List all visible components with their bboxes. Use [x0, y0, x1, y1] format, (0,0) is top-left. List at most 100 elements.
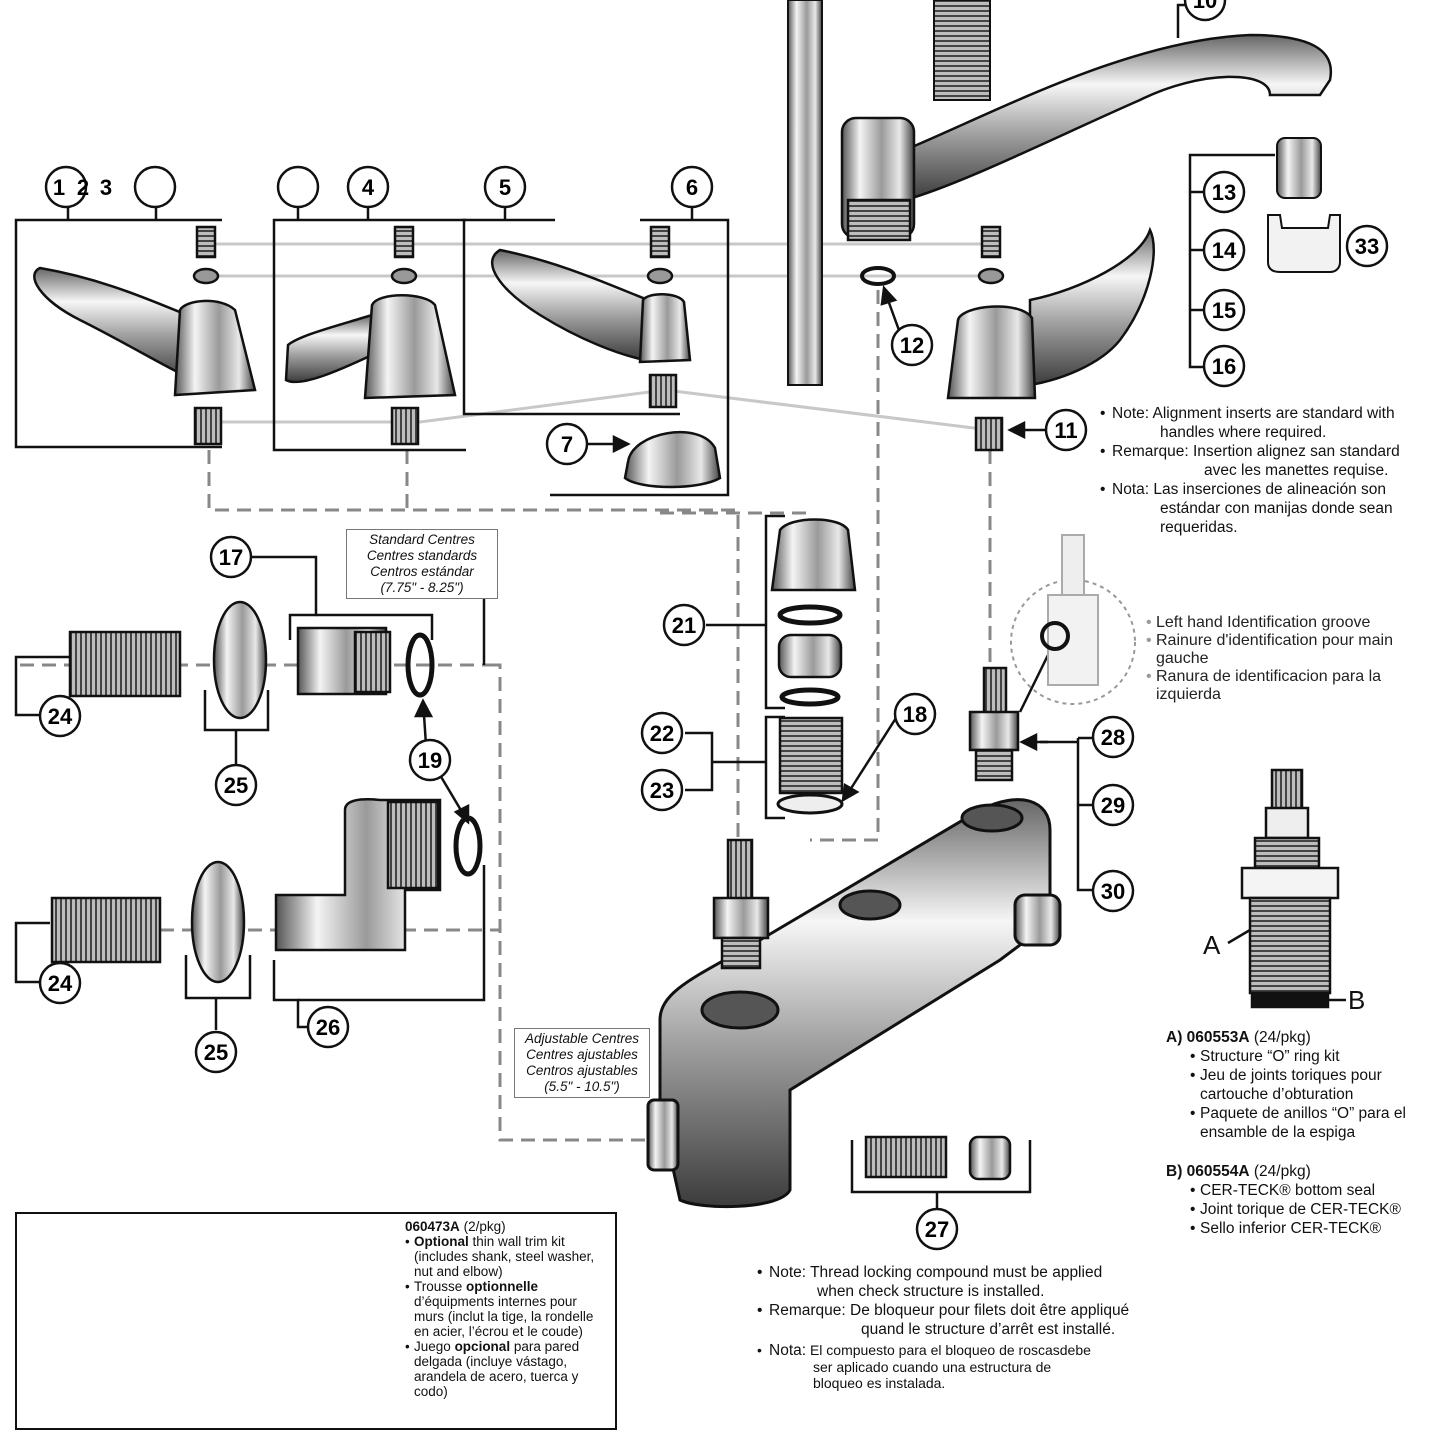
callout-number: 19 — [418, 748, 442, 773]
part-a-heading: A) 060553A (24/pkg) — [1166, 1029, 1311, 1046]
standard-centres-line: (7.75" - 8.25") — [380, 580, 464, 595]
check-fitting-27 — [864, 1135, 1012, 1181]
handle-knob-7 — [623, 430, 722, 489]
thread-note-row: Note: Thread locking compound must be ap… — [757, 1263, 1197, 1301]
thin-wall-kit-text: 060473A (2/pkg) Optional thin wall trim … — [405, 1219, 610, 1399]
callout-number: 13 — [1212, 180, 1236, 205]
callout-number: 16 — [1212, 354, 1236, 379]
callout-number: 10 — [1193, 0, 1217, 13]
callout-11: 11 — [1044, 408, 1088, 452]
callout-24: 24 — [38, 694, 82, 738]
callout-number: 2 — [77, 175, 89, 200]
alignment-note-row: Note: Alignment inserts are standard wit… — [1100, 404, 1445, 442]
callout-14: 14 — [1202, 228, 1246, 272]
alignment-guides — [205, 242, 1000, 432]
callout-number: 3 — [100, 175, 112, 200]
callout-number: 6 — [686, 175, 698, 200]
faucet-body — [646, 798, 1062, 1209]
callout-33: 33 — [1345, 224, 1389, 268]
thread-note-row: Remarque: De bloqueur pour filets doit ê… — [757, 1301, 1197, 1339]
standard-centres-box: Standard Centres Centres standards Centr… — [346, 529, 498, 599]
part-a-row: Jeu de joints toriques pour cartouche d’… — [1166, 1066, 1444, 1104]
callout-5: 5 — [483, 165, 527, 209]
thread-locking-note: Note: Thread locking compound must be ap… — [757, 1263, 1197, 1391]
label-a: A — [1203, 930, 1221, 960]
cartridge-detail — [1040, 534, 1099, 686]
callout-28: 28 — [1091, 715, 1135, 759]
callout-number: 30 — [1101, 879, 1125, 904]
bonnet-stack — [770, 518, 857, 815]
callout-29: 29 — [1091, 783, 1135, 827]
callout-24: 24 — [38, 961, 82, 1005]
callout-30: 30 — [1091, 869, 1135, 913]
cartridge-right — [968, 666, 1020, 782]
part-b-row: CER-TECK® bottom seal — [1166, 1181, 1444, 1200]
adjustable-centres-line: Centros ajustables — [526, 1063, 638, 1078]
adjustable-centres-line: (5.5" - 10.5") — [544, 1079, 620, 1094]
callout-number: 27 — [925, 1217, 949, 1242]
label-b: B — [1348, 985, 1366, 1015]
callout-number: 17 — [219, 545, 243, 570]
groove-note-row: Left hand Identification groove — [1146, 614, 1445, 632]
adjustable-centres-line: Adjustable Centres — [524, 1031, 640, 1046]
part-a-block: A) 060553A (24/pkg) Structure “O” ring k… — [1166, 1028, 1444, 1142]
part-b-row: Joint torique de CER-TECK® — [1166, 1200, 1444, 1219]
adjustable-centres-box: Adjustable Centres Centres ajustables Ce… — [514, 1028, 650, 1098]
standard-centres-line: Centros estándar — [370, 564, 474, 579]
callout-number: 1 — [53, 175, 65, 200]
groove-note: Left hand Identification groove Rainure … — [1146, 614, 1445, 704]
callout-number: 14 — [1212, 238, 1237, 263]
cartridge-large — [1227, 768, 1346, 1009]
callout-number: 29 — [1101, 793, 1125, 818]
callout-number: 4 — [362, 175, 375, 200]
callout-number: 21 — [672, 613, 696, 638]
handle-blade-1 — [33, 225, 257, 446]
wall-fittings-bottom — [50, 798, 483, 984]
callout-12: 12 — [890, 323, 934, 367]
callout-19: 19 — [408, 738, 452, 782]
group-brackets — [14, 3, 1275, 1210]
alignment-note-row: Nota: Las inserciones de alineación son … — [1100, 480, 1445, 537]
callout-number: 33 — [1355, 234, 1379, 259]
adjustable-centres-line: Centres ajustables — [526, 1047, 638, 1062]
callout-number: 25 — [224, 773, 248, 798]
callout-16: 16 — [1202, 344, 1246, 388]
standard-centres-line: Centres standards — [366, 548, 478, 563]
callout-10: 10 — [1183, 0, 1227, 22]
callout-23: 23 — [640, 768, 684, 812]
callout-18: 18 — [893, 692, 937, 736]
callout-26: 26 — [306, 1005, 350, 1049]
callout-22: 22 — [640, 711, 684, 755]
callout-number: 28 — [1101, 725, 1125, 750]
part-a-row: Structure “O” ring kit — [1166, 1047, 1444, 1066]
callout-number: 24 — [48, 971, 73, 996]
kit-row: Optional thin wall trim kit (includes sh… — [405, 1234, 610, 1279]
callout-empty — [133, 165, 177, 209]
groove-note-row: Rainure d'identification pour main gauch… — [1146, 632, 1445, 668]
callout-17: 17 — [209, 535, 253, 579]
callout-15: 15 — [1202, 288, 1246, 332]
alignment-note-row: Remarque: Insertion alignez san standard… — [1100, 442, 1445, 480]
callout-number: 12 — [900, 333, 924, 358]
callout-7: 7 — [545, 422, 589, 466]
callout-number: 15 — [1212, 298, 1236, 323]
part-b-heading: B) 060554A (24/pkg) — [1166, 1163, 1311, 1180]
groove-note-row: Ranura de identificacion para la izquier… — [1146, 668, 1445, 704]
part-a-row: Paquete de anillos “O” para el ensamble … — [1166, 1104, 1444, 1142]
callout-number: 25 — [204, 1040, 228, 1065]
aerator — [1267, 137, 1341, 273]
callout-13: 13 — [1202, 170, 1246, 214]
callout-number: 11 — [1054, 418, 1077, 443]
callout-number: 22 — [650, 721, 674, 746]
thread-note-row: Nota: El compuesto para el bloqueo de ro… — [757, 1342, 1197, 1391]
handle-blade-right — [946, 225, 1155, 452]
alignment-note: Note: Alignment inserts are standard wit… — [1100, 404, 1445, 537]
callout-21: 21 — [662, 603, 706, 647]
callout-empty — [276, 165, 320, 209]
callout-number: 18 — [903, 702, 927, 727]
part-b-row: Sello inferior CER-TECK® — [1166, 1219, 1444, 1238]
callout-25: 25 — [214, 763, 258, 807]
